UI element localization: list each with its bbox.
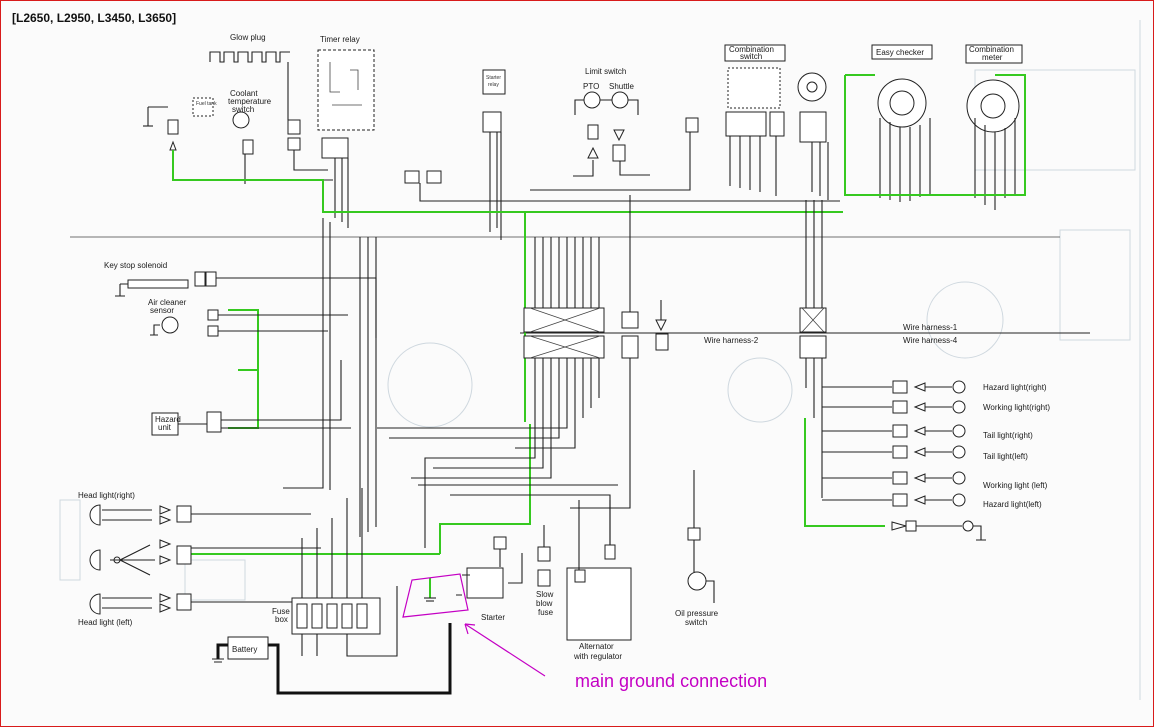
svg-text:switch: switch <box>685 618 707 627</box>
svg-text:Timer relay: Timer relay <box>320 35 360 44</box>
key-stop-solenoid: Key stop solenoid <box>104 261 217 297</box>
ground-annotation: main ground connection <box>402 573 767 691</box>
alternator: Alternator with regulator <box>566 500 632 661</box>
svg-text:Starter: Starter <box>481 613 505 622</box>
fuse-box: Fuse box <box>272 488 398 657</box>
svg-text:Key stop solenoid: Key stop solenoid <box>104 261 167 270</box>
svg-text:PTO: PTO <box>583 82 599 91</box>
head-light-center-junction <box>89 539 192 576</box>
svg-text:Fuse: Fuse <box>272 607 290 616</box>
combination-switch: Combination switch <box>724 44 786 137</box>
svg-text:Hazard light(right): Hazard light(right) <box>983 383 1047 392</box>
svg-text:switch: switch <box>740 52 762 61</box>
svg-text:Hazard light(left): Hazard light(left) <box>983 500 1042 509</box>
svg-text:Slow: Slow <box>536 590 554 599</box>
svg-text:Working light (left): Working light (left) <box>983 481 1048 490</box>
slow-blow-fuse: Slow blow fuse <box>536 525 554 617</box>
tail-light-right-row: Tail light(right) <box>892 424 1033 440</box>
svg-text:fuse: fuse <box>538 608 554 617</box>
svg-text:Working light(right): Working light(right) <box>983 403 1050 412</box>
annotation-arrow <box>464 623 546 677</box>
svg-text:sensor: sensor <box>150 306 174 315</box>
svg-text:box: box <box>275 615 288 624</box>
starter: Starter <box>456 536 523 622</box>
top-wiring <box>172 62 1016 240</box>
svg-text:Easy checker: Easy checker <box>876 48 924 57</box>
battery: Battery <box>212 623 452 695</box>
annotation-text: main ground connection <box>575 671 767 691</box>
wire-harness-2-connector: Wire harness-2 <box>523 307 759 359</box>
air-cleaner-sensor: Air cleaner sensor <box>148 298 219 337</box>
svg-text:Limit switch: Limit switch <box>585 67 626 76</box>
svg-text:Wire harness-1: Wire harness-1 <box>903 323 958 332</box>
timer-relay: Timer relay <box>317 35 375 131</box>
relay-block <box>287 117 699 184</box>
coolant-temp-switch: Coolant temperature switch <box>228 89 272 155</box>
svg-text:relay: relay <box>488 82 499 88</box>
headlight-wiring <box>191 513 321 603</box>
svg-text:Tail light(right): Tail light(right) <box>983 431 1033 440</box>
hazard-unit: Hazard unit <box>151 411 222 436</box>
svg-text:Starter: Starter <box>486 75 501 81</box>
working-light-right-row: Working light(right) <box>892 400 1050 414</box>
ground-highlight-box <box>402 573 469 618</box>
limit-switch: Limit switch PTO Shuttle <box>574 67 639 162</box>
svg-text:meter: meter <box>982 53 1003 62</box>
starter-relay: Starter relay <box>482 69 506 133</box>
hazard-light-right-row: Hazard light(right) <box>892 380 1047 394</box>
head-light-left: Head light (left) <box>78 593 192 627</box>
svg-text:Hazard: Hazard <box>155 415 181 424</box>
svg-text:Shuttle: Shuttle <box>609 82 634 91</box>
svg-text:Oil pressure: Oil pressure <box>675 609 719 618</box>
center-wire-bundle <box>377 195 662 548</box>
tail-light-left-row: Tail light(left) <box>892 445 1028 461</box>
svg-text:Combination: Combination <box>729 45 774 54</box>
svg-text:Air cleaner: Air cleaner <box>148 298 187 307</box>
svg-text:with regulator: with regulator <box>573 652 622 661</box>
ground-output-row <box>891 520 986 541</box>
left-wiring <box>216 218 377 537</box>
glow-plug: Glow plug <box>209 33 290 63</box>
key-switch-dial <box>797 72 827 143</box>
svg-text:switch: switch <box>232 105 254 114</box>
svg-text:temperature: temperature <box>228 97 272 106</box>
oil-pressure-switch: Oil pressure switch <box>675 470 719 627</box>
svg-text:Head light(right): Head light(right) <box>78 491 135 500</box>
annotation-arrowhead <box>464 623 476 635</box>
easy-checker: Easy checker <box>871 44 933 128</box>
svg-text:blow: blow <box>536 599 553 608</box>
background-show-through <box>59 20 1141 700</box>
svg-text:Wire harness-2: Wire harness-2 <box>704 336 759 345</box>
svg-text:Alternator: Alternator <box>579 642 614 651</box>
svg-text:Coolant: Coolant <box>230 89 258 98</box>
svg-text:unit: unit <box>158 423 172 432</box>
svg-text:Combination: Combination <box>969 45 1014 54</box>
svg-text:Wire harness-4: Wire harness-4 <box>903 336 958 345</box>
svg-text:Battery: Battery <box>232 645 257 654</box>
svg-text:Head light (left): Head light (left) <box>78 618 133 627</box>
hazard-light-left-row: Hazard light(left) <box>892 493 1042 509</box>
right-lights: Hazard light(right) Working light(right)… <box>822 380 1050 541</box>
ground-point <box>424 578 436 602</box>
svg-text:Glow plug: Glow plug <box>230 33 266 42</box>
wire-harness-1-4-connector: Wire harness-1 Wire harness-4 <box>799 200 958 498</box>
fuel-tank: Fuel tank <box>143 97 217 151</box>
svg-text:Fuel tank: Fuel tank <box>196 101 217 107</box>
model-header: [L2650, L2950, L3450, L3650] <box>12 11 176 25</box>
working-light-left-row: Working light (left) <box>892 471 1048 490</box>
head-light-right: Head light(right) <box>78 491 192 526</box>
combination-meter: Combination meter <box>965 44 1023 133</box>
svg-text:Tail light(left): Tail light(left) <box>983 452 1028 461</box>
